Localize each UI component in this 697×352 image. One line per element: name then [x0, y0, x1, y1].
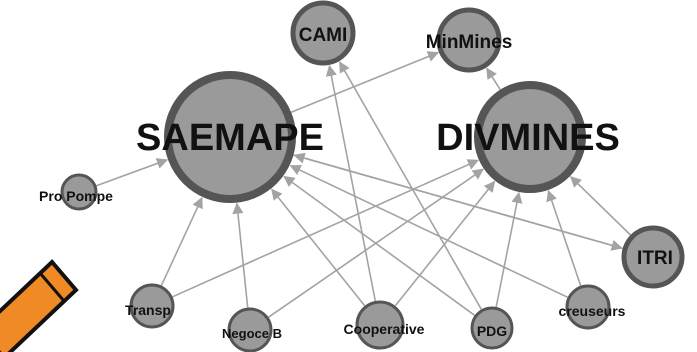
node-minmines[interactable]: MinMines [426, 7, 513, 73]
node-circle-pdg[interactable] [470, 306, 514, 350]
edge-propompe-to-saemape [96, 158, 169, 187]
node-label-cami: CAMI [299, 25, 348, 46]
node-circle-transp[interactable] [129, 283, 175, 329]
edges-layer [96, 51, 632, 318]
node-label-negoceb: Negoce B [222, 326, 282, 341]
node-propompe[interactable]: Pro Pompe [39, 173, 113, 211]
edge-pdg-to-saemape [283, 175, 476, 316]
node-label-minmines: MinMines [426, 32, 513, 53]
edge-transp-to-saemape [160, 196, 203, 286]
edge-itri-to-divmines [569, 176, 632, 236]
node-pdg[interactable]: PDG [470, 306, 514, 350]
node-itri[interactable]: ITRI [621, 225, 685, 289]
edge-creuseurs-to-divmines [546, 189, 582, 286]
node-negoceb[interactable]: Negoce B [222, 307, 282, 352]
node-label-transp: Transp [125, 302, 171, 318]
node-creuseurs[interactable]: creuseurs [559, 284, 626, 330]
edge-saemape-to-itri [293, 154, 623, 251]
edge-cooperative-to-cami [325, 64, 377, 302]
node-label-itri: ITRI [637, 248, 673, 269]
node-label-creuseurs: creuseurs [559, 303, 626, 319]
node-cooperative[interactable]: Cooperative [344, 300, 425, 350]
node-circle-cooperative[interactable] [355, 300, 405, 350]
node-circle-creuseurs[interactable] [565, 284, 611, 330]
node-circle-divmines[interactable] [474, 81, 586, 193]
edge-cooperative-to-saemape [271, 188, 366, 307]
node-circle-itri[interactable] [621, 225, 685, 289]
node-label-cooperative: Cooperative [344, 321, 425, 337]
node-label-saemape: SAEMAPE [136, 117, 324, 159]
edge-negoceb-to-saemape [232, 202, 249, 308]
node-circle-minmines[interactable] [436, 7, 502, 73]
edge-cooperative-to-divmines [394, 180, 496, 307]
node-divmines[interactable]: DIVMINES [436, 81, 620, 193]
node-label-pdg: PDG [477, 323, 507, 339]
node-label-propompe: Pro Pompe [39, 188, 113, 204]
node-circle-cami[interactable] [290, 0, 356, 66]
node-transp[interactable]: Transp [125, 283, 175, 329]
edge-creuseurs-to-saemape [289, 164, 569, 299]
node-saemape[interactable]: SAEMAPE [136, 71, 324, 203]
edge-transp-to-divmines [172, 159, 480, 298]
edge-pdg-to-cami [339, 61, 482, 310]
node-circle-negoceb[interactable] [227, 307, 273, 352]
pencil-icon [0, 259, 79, 352]
node-cami[interactable]: CAMI [290, 0, 356, 66]
edge-pdg-to-divmines [495, 191, 523, 308]
edge-divmines-to-minmines [486, 67, 501, 91]
edge-saemape-to-minmines [290, 51, 440, 113]
node-label-divmines: DIVMINES [436, 117, 620, 159]
node-circle-propompe[interactable] [60, 173, 98, 211]
node-circle-saemape[interactable] [164, 71, 296, 203]
